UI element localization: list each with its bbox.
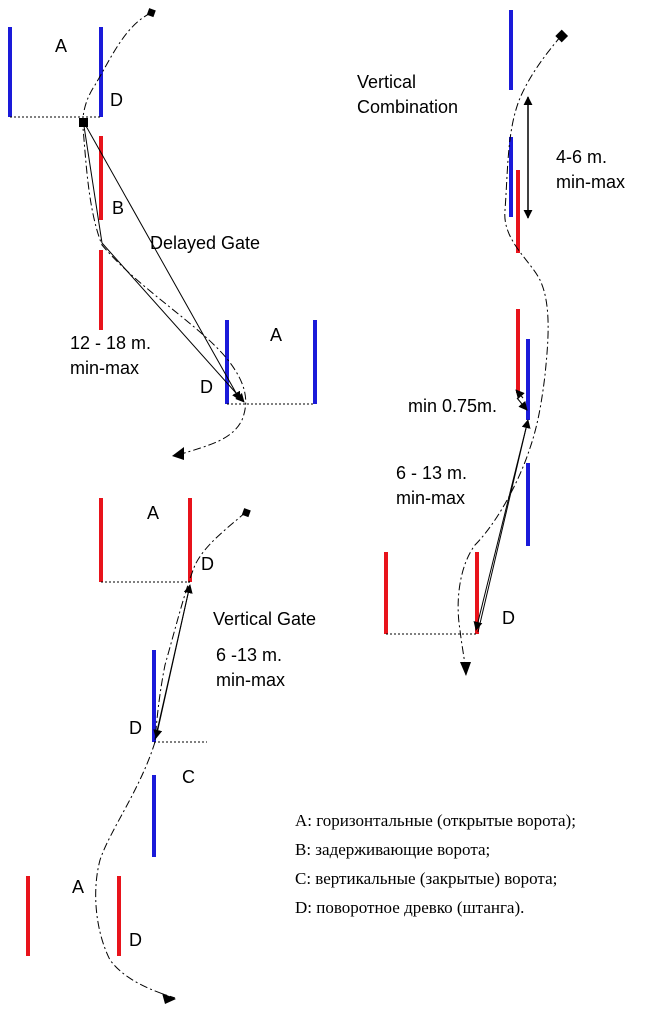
label-pole-d: D: [110, 90, 123, 110]
skier-path: [457, 35, 562, 677]
delayed-gate-diagram: A D B Delayed Gate 12 - 18 m. min-max A …: [8, 8, 317, 460]
label-gate-b: B: [112, 198, 124, 218]
label-pole-d: D: [502, 608, 515, 628]
distance-note: min-max: [216, 670, 285, 690]
spacing-note: min-max: [556, 172, 625, 192]
end-marker: [146, 8, 156, 18]
path-arrow-head: [460, 662, 471, 676]
offset-arrow-left: [515, 389, 525, 400]
skier-path: [82, 12, 247, 456]
vertical-combination-diagram: Vertical Combination 4-6 m. min-max min …: [357, 10, 625, 677]
distance-label: 6 - 13 m.: [396, 463, 467, 483]
distance-line-2: [473, 419, 529, 631]
legend: A: горизонтальные (открытые ворота); B: …: [295, 806, 576, 922]
distance-line-1: [83, 125, 103, 244]
delayed-gate-title: Delayed Gate: [150, 233, 260, 253]
distance-label: 12 - 18 m.: [70, 333, 151, 353]
vertical-combination-title-line1: Vertical: [357, 72, 416, 92]
label-gate-a: A: [147, 503, 159, 523]
label-pole-d: D: [201, 554, 214, 574]
offset-arrow-right: [516, 397, 528, 411]
legend-item-b: B: задерживающие ворота;: [295, 840, 491, 859]
label-pole-d-mid: D: [129, 718, 142, 738]
distance-note: min-max: [70, 358, 139, 378]
label-gate-a: A: [55, 36, 67, 56]
label-pole-d2: D: [200, 377, 213, 397]
label-gate-a2: A: [270, 325, 282, 345]
label-gate-a2: A: [72, 877, 84, 897]
distance-line-2: [153, 584, 191, 739]
vertical-gate-diagram: A D Vertical Gate 6 -13 m. min-max D C A…: [26, 498, 316, 1004]
distance-line-3: [101, 242, 245, 403]
start-marker: [79, 118, 88, 127]
path-arrow-head: [172, 447, 184, 460]
legend-item-d: D: поворотное древко (штанга).: [295, 898, 525, 917]
path-arrow-head: [162, 993, 176, 1004]
distance-line-2: [85, 125, 241, 401]
label-gate-c: C: [182, 767, 195, 787]
legend-item-a: A: горизонтальные (открытые ворота);: [295, 811, 576, 830]
label-pole-d2: D: [129, 930, 142, 950]
offset-label: min 0.75m.: [408, 396, 497, 416]
distance-note: min-max: [396, 488, 465, 508]
spacing-label: 4-6 m.: [556, 147, 607, 167]
vertical-combination-title-line2: Combination: [357, 97, 458, 117]
legend-item-c: C: вертикальные (закрытые) ворота;: [295, 869, 558, 888]
skier-path: [95, 511, 247, 999]
end-marker: [241, 508, 251, 518]
distance-label: 6 -13 m.: [216, 645, 282, 665]
vertical-gate-title: Vertical Gate: [213, 609, 316, 629]
